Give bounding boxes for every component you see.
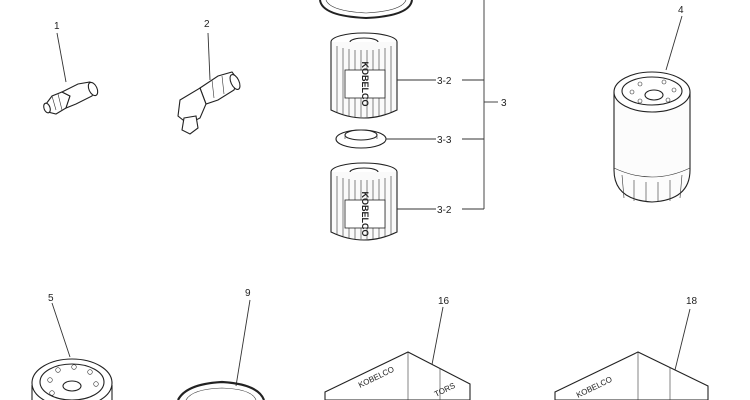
part-4-cartridge bbox=[613, 15, 691, 203]
label-3-2-bottom: 3-2 bbox=[437, 205, 452, 216]
part-3-2-element-bottom: KOBELCO bbox=[330, 162, 398, 241]
label-5: 5 bbox=[48, 293, 54, 304]
part-2-elbow bbox=[177, 32, 241, 135]
label-9: 9 bbox=[245, 288, 251, 299]
part-9-oring bbox=[177, 299, 266, 400]
label-18: 18 bbox=[686, 296, 698, 307]
part-1-nipple bbox=[43, 32, 99, 115]
part-18-box: KOBELCO bbox=[554, 308, 709, 400]
label-3-2-top: 3-2 bbox=[437, 76, 452, 87]
element-bottom-brand: KOBELCO bbox=[360, 192, 370, 237]
label-1: 1 bbox=[54, 21, 60, 32]
part-3-3-washer bbox=[335, 129, 387, 149]
part-3-2-element-top: KOBELCO bbox=[330, 32, 398, 119]
label-3-3: 3-3 bbox=[437, 135, 452, 146]
element-top-brand: KOBELCO bbox=[360, 62, 370, 107]
label-3: 3 bbox=[501, 98, 507, 109]
part-5-cartridge bbox=[31, 302, 113, 400]
group-3-leaders bbox=[386, 0, 498, 210]
label-2: 2 bbox=[204, 19, 210, 30]
label-16: 16 bbox=[438, 296, 450, 307]
part-16-box: KOBELCO TORS bbox=[324, 306, 471, 400]
part-3-1-oring bbox=[319, 0, 413, 20]
label-4: 4 bbox=[678, 5, 684, 16]
